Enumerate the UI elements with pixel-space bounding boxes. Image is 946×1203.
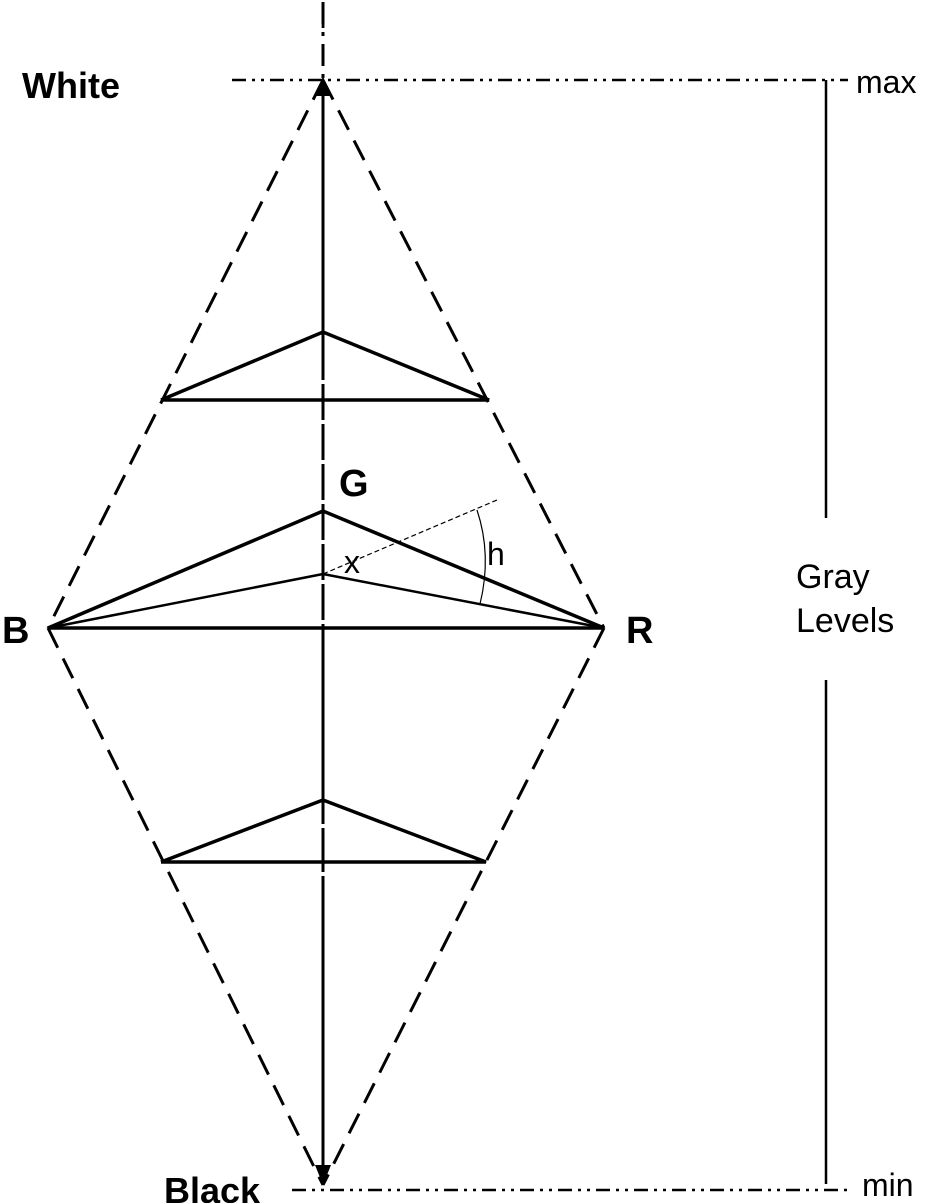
gray-levels-label-line2: Levels (796, 602, 894, 640)
color-point-line-left (47, 572, 324, 630)
min-label: min (862, 1167, 914, 1203)
black-arrow-head (315, 1165, 331, 1185)
hue-label: h (487, 536, 505, 572)
gray-levels-label-line1: Gray (796, 558, 870, 596)
red-vertex-label: R (626, 610, 653, 652)
white-arrow-head (316, 76, 330, 96)
cone-edge-lower-right (321, 627, 606, 1186)
upper-triangle (160, 330, 490, 402)
white-label: White (22, 65, 120, 106)
hue-angle-arc (476, 509, 486, 605)
lower-triangle (160, 798, 487, 864)
middle-triangle (47, 509, 605, 630)
max-label: max (856, 64, 916, 100)
color-point-line-right (322, 572, 605, 630)
cone-edge-lower-left (46, 627, 325, 1186)
intensity-axis-label: I (319, 2, 327, 35)
saturation-label: x (344, 544, 360, 580)
blue-vertex-label: B (2, 610, 29, 652)
green-vertex-label: G (339, 463, 369, 505)
black-label: Black (164, 1170, 261, 1203)
cone-edge-upper-right (321, 79, 606, 629)
cone-edge-upper-left (46, 79, 325, 629)
